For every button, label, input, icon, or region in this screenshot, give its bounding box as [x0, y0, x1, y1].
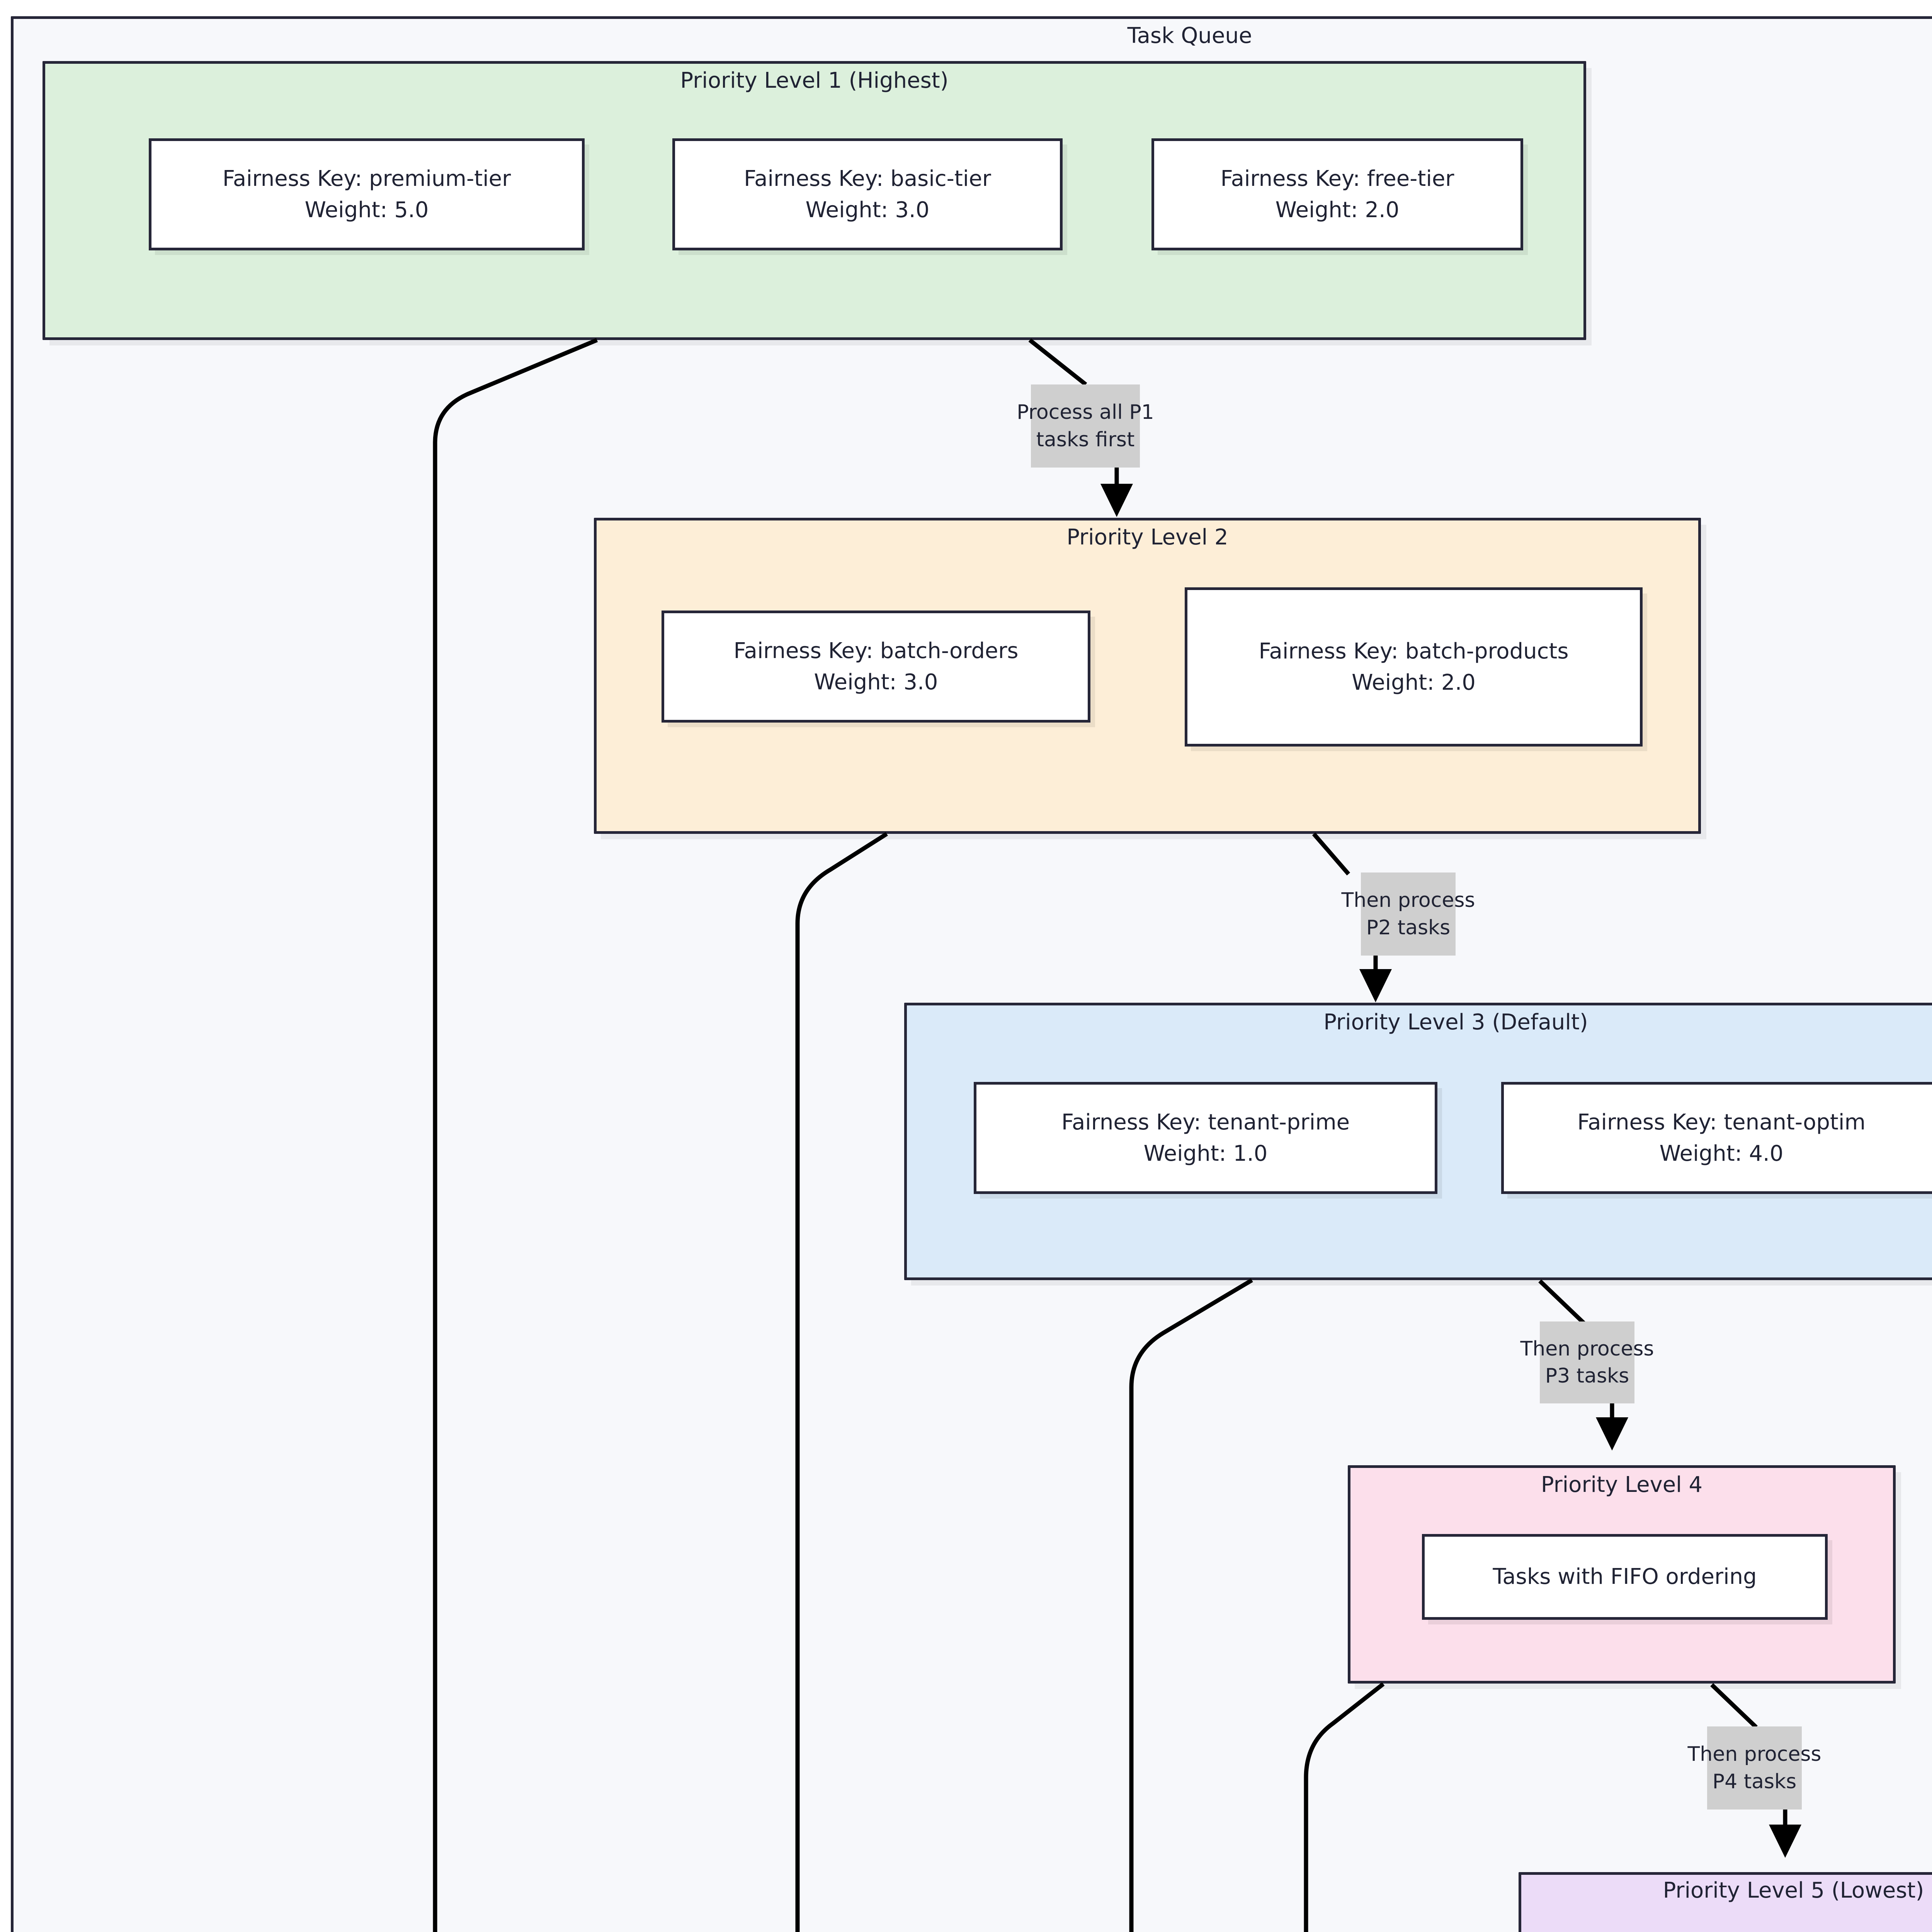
fairness-key-label: Fairness Key: free-tier — [1220, 166, 1454, 191]
weight-label: Weight: 3.0 — [805, 197, 930, 223]
fairness-key-label: Fairness Key: batch-orders — [733, 638, 1019, 663]
edge-label-line-1: Then process — [1520, 1337, 1654, 1361]
cluster-priority-level-3-label: Priority Level 3 (Default) — [1323, 1010, 1588, 1035]
edge-p4-to-p5-upper — [1710, 1683, 1758, 1729]
weight-label: Weight: 1.0 — [1143, 1141, 1268, 1166]
arrowhead-p2-p3 — [1359, 969, 1392, 1002]
edge-label-line-1: Then process — [1341, 889, 1475, 912]
fairness-key-label: Fairness Key: tenant-prime — [1061, 1109, 1350, 1135]
edge-label-then-process-p4: Then process P4 tasks — [1687, 1726, 1821, 1810]
edge-label-then-process-p3: Then process P3 tasks — [1520, 1321, 1654, 1403]
edge-label-process-all-p1: Process all P1 tasks first — [1017, 384, 1154, 468]
cluster-priority-level-2-label: Priority Level 2 — [1066, 525, 1228, 550]
fairness-key-card: Fairness Key: tenant-optim Weight: 4.0 — [1501, 1082, 1932, 1194]
edge-label-line-2: P4 tasks — [1712, 1770, 1797, 1793]
edge-label-then-process-p2: Then process P2 tasks — [1341, 872, 1475, 956]
cluster-priority-level-1-label: Priority Level 1 (Highest) — [680, 68, 949, 93]
arrowhead-p1-p2 — [1100, 484, 1133, 517]
edge-label-line-2: P2 tasks — [1366, 916, 1451, 939]
weight-label: Weight: 5.0 — [304, 197, 429, 223]
edge-label-line-2: tasks first — [1036, 428, 1135, 451]
fairness-key-label: Fairness Key: batch-products — [1259, 638, 1569, 664]
edge-p1-to-p2-upper — [1028, 338, 1087, 386]
weight-label: Weight: 3.0 — [814, 670, 938, 695]
edge-p4-to-workers — [1304, 1682, 1385, 1932]
weight-label: Weight: 2.0 — [1275, 197, 1400, 223]
fairness-key-label: Fairness Key: premium-tier — [222, 166, 511, 191]
edge-p2-to-p3-upper — [1312, 832, 1350, 876]
edge-p3-to-p4-upper — [1538, 1279, 1586, 1325]
cluster-priority-level-5-label: Priority Level 5 (Lowest) — [1663, 1878, 1924, 1903]
edge-p3-to-workers — [1129, 1278, 1253, 1932]
fairness-key-card: Fairness Key: batch-products Weight: 2.0 — [1185, 587, 1643, 747]
fairness-key-card: Fairness Key: premium-tier Weight: 5.0 — [149, 138, 585, 250]
cluster-task-queue-label: Task Queue — [1127, 23, 1252, 48]
fifo-label: Tasks with FIFO ordering — [1493, 1564, 1757, 1590]
cluster-priority-level-5 — [1519, 1872, 1932, 1932]
weight-label: Weight: 2.0 — [1352, 670, 1476, 695]
fairness-key-card: Fairness Key: batch-orders Weight: 3.0 — [662, 611, 1090, 723]
arrowhead-p4-p5 — [1769, 1825, 1801, 1858]
edge-p2-to-workers — [795, 832, 888, 1932]
edge-label-line-1: Process all P1 — [1017, 401, 1154, 424]
arrowhead-p3-p4 — [1596, 1417, 1628, 1451]
fairness-key-card: Fairness Key: free-tier Weight: 2.0 — [1151, 138, 1523, 250]
edge-p1-to-workers — [433, 338, 598, 1932]
fairness-key-label: Fairness Key: tenant-optim — [1577, 1109, 1866, 1135]
fifo-task-card: Tasks with FIFO ordering — [1422, 1534, 1828, 1620]
edge-label-line-1: Then process — [1687, 1743, 1821, 1766]
fairness-key-card: Fairness Key: tenant-prime Weight: 1.0 — [974, 1082, 1437, 1194]
cluster-priority-level-4-label: Priority Level 4 — [1541, 1472, 1703, 1497]
weight-label: Weight: 4.0 — [1659, 1141, 1784, 1166]
fairness-key-card: Fairness Key: basic-tier Weight: 3.0 — [672, 138, 1063, 250]
fairness-key-label: Fairness Key: basic-tier — [744, 166, 991, 191]
edge-label-line-2: P3 tasks — [1545, 1364, 1629, 1388]
